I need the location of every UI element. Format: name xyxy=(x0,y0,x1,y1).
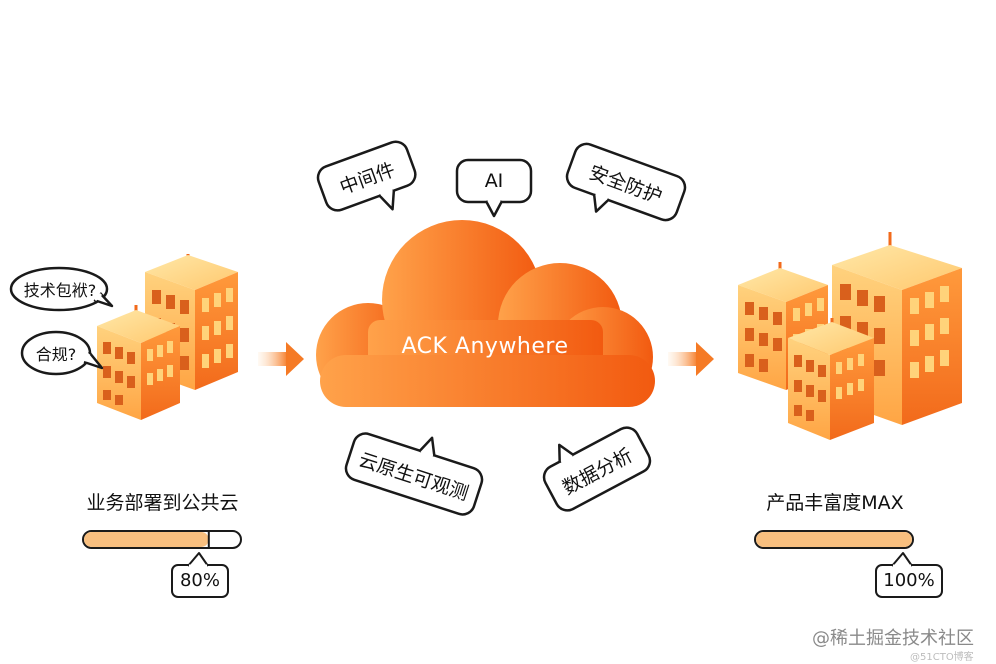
arrow-left-to-cloud xyxy=(258,342,304,376)
speech-bubble-compliance xyxy=(20,330,104,376)
question-tech-debt: 技术包袱? xyxy=(23,281,97,300)
speech-bubble-middleware xyxy=(316,140,417,212)
arrow-cloud-to-right xyxy=(668,342,714,376)
right-percent-label: 100% xyxy=(883,570,935,591)
cloud-label: ACK Anywhere xyxy=(401,334,569,359)
speech-bubble-tech-debt xyxy=(9,266,114,312)
speech-bubble-ai xyxy=(455,158,533,218)
right-progress-bar xyxy=(754,530,914,549)
speech-bubble-analytics xyxy=(542,426,652,512)
right-building-front xyxy=(788,318,874,440)
bubble-label-ai: AI xyxy=(484,170,504,192)
left-caption: 业务部署到公共云 xyxy=(86,492,239,514)
right-caption: 产品丰富度MAX xyxy=(766,492,904,514)
left-progress-bar xyxy=(82,530,242,549)
speech-bubble-security xyxy=(565,142,687,222)
right-percent-callout xyxy=(875,552,943,598)
question-compliance: 合规? xyxy=(35,345,77,364)
left-building-front xyxy=(97,305,180,420)
speech-bubble-observability xyxy=(344,432,484,516)
left-percent-label: 80% xyxy=(179,570,220,591)
cloud-shape xyxy=(316,220,655,407)
left-building-group xyxy=(97,254,238,420)
right-building-group xyxy=(738,232,962,440)
left-percent-callout xyxy=(171,552,229,598)
watermark-main: @稀土掘金技术社区 xyxy=(812,628,974,649)
watermark-sub: @51CTO博客 xyxy=(910,652,974,663)
